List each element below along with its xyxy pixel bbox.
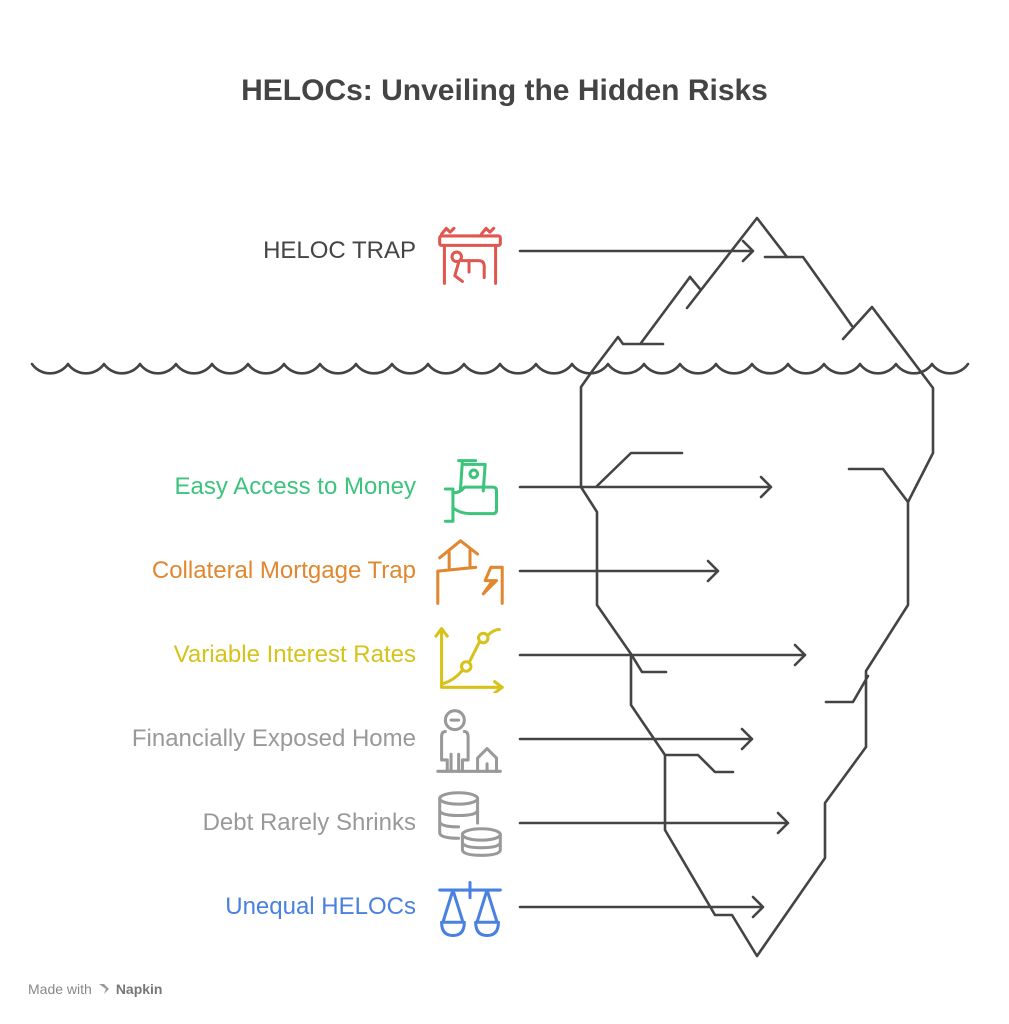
- rising-chart-icon: [434, 621, 506, 695]
- scales-icon: [434, 873, 506, 945]
- item-label: Unequal HELOCs: [225, 893, 416, 920]
- pointer-arrow: [518, 643, 807, 667]
- napkin-logo-icon: [98, 984, 109, 994]
- item-label: Variable Interest Rates: [173, 641, 416, 668]
- pointer-arrow: [518, 727, 754, 751]
- pointer-arrow: [518, 559, 720, 583]
- item-label: HELOC TRAP: [263, 237, 416, 264]
- pointer-arrow: [518, 239, 755, 263]
- napkin-brand: Napkin: [115, 981, 163, 997]
- iceberg-outline: [579, 216, 935, 958]
- broken-house-icon: [434, 537, 506, 609]
- item-label: Debt Rarely Shrinks: [202, 809, 416, 836]
- item-label: Financially Exposed Home: [131, 725, 416, 752]
- water-line: [30, 362, 970, 375]
- pointer-arrow: [518, 811, 790, 835]
- coin-stack-icon: [434, 789, 506, 861]
- arrows: [518, 239, 807, 919]
- trap-icon: [434, 217, 506, 289]
- item-label: Collateral Mortgage Trap: [151, 557, 416, 584]
- hand-money-icon: [434, 453, 506, 525]
- person-house-icon: [434, 705, 506, 777]
- item-label: Easy Access to Money: [174, 473, 416, 500]
- page-title: HELOCs: Unveiling the Hidden Risks: [241, 74, 768, 107]
- pointer-arrow: [518, 895, 765, 919]
- made-with-text: Made with: [28, 981, 92, 997]
- pointer-arrow: [518, 475, 773, 499]
- made-with-napkin[interactable]: Made with Napkin: [28, 981, 163, 997]
